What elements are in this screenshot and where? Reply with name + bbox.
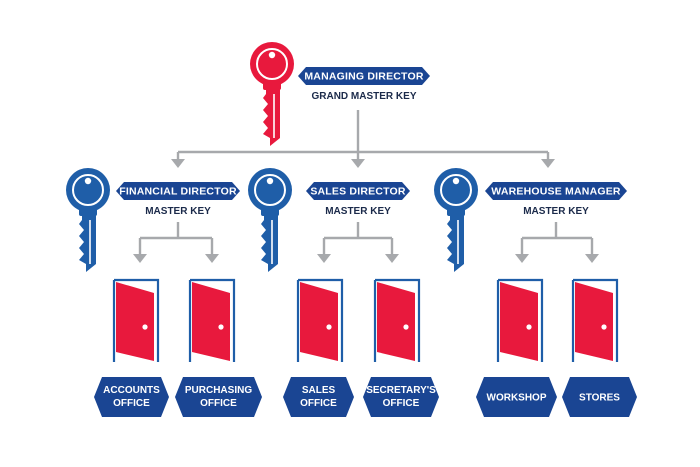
- room-label-line1: ACCOUNTS: [103, 385, 160, 396]
- managing-director-banner: [298, 67, 430, 85]
- managing-director-node: MANAGING DIRECTOR GRAND MASTER KEY: [249, 41, 430, 147]
- top-connector-arrows: [171, 159, 555, 168]
- door-connector-lines: [138, 222, 594, 255]
- door-connector-arrows: [133, 254, 599, 263]
- financial-director-subtitle: MASTER KEY: [145, 206, 211, 217]
- room-label-sales-office: SALES OFFICE: [283, 377, 354, 417]
- financial-director-banner: [116, 182, 240, 200]
- door-icon: [112, 278, 160, 364]
- managing-director-subtitle: GRAND MASTER KEY: [311, 91, 416, 102]
- room-label-line2: OFFICE: [383, 398, 420, 409]
- room-label-accounts-office: ACCOUNTS OFFICE: [94, 377, 169, 417]
- room-label-line1: WORKSHOP: [487, 393, 547, 404]
- warehouse-manager-node: WAREHOUSE MANAGER MASTER KEY: [433, 167, 627, 273]
- sales-director-node: SALES DIRECTOR MASTER KEY: [247, 167, 410, 273]
- sales-director-title: SALES DIRECTOR: [310, 186, 406, 198]
- blue-key-icon: [433, 167, 479, 273]
- blue-key-icon: [65, 167, 111, 273]
- door-icon: [373, 278, 421, 364]
- room-label-purchasing-office: PURCHASING OFFICE: [175, 377, 262, 417]
- room-label-stores: STORES: [562, 377, 637, 417]
- blue-key-icon: [247, 167, 293, 273]
- door-icon: [496, 278, 544, 364]
- room-label-line2: OFFICE: [300, 398, 337, 409]
- financial-director-node: FINANCIAL DIRECTOR MASTER KEY: [65, 167, 240, 273]
- financial-director-title: FINANCIAL DIRECTOR: [119, 186, 237, 198]
- room-label-line1: SECRETARY'S: [366, 385, 436, 396]
- door-icon: [296, 278, 344, 364]
- managing-director-title: MANAGING DIRECTOR: [304, 71, 424, 83]
- warehouse-manager-subtitle: MASTER KEY: [523, 206, 589, 217]
- doors: [112, 278, 619, 364]
- room-label-line1: SALES: [302, 385, 336, 396]
- warehouse-manager-title: WAREHOUSE MANAGER: [491, 186, 621, 198]
- room-label-line2: OFFICE: [200, 398, 237, 409]
- top-connector-lines: [176, 110, 550, 160]
- room-label-secretarys-office: SECRETARY'S OFFICE: [363, 377, 439, 417]
- room-label-line1: STORES: [579, 393, 620, 404]
- door-icon: [188, 278, 236, 364]
- sales-director-banner: [306, 182, 410, 200]
- room-label-line2: OFFICE: [113, 398, 150, 409]
- red-key-icon: [249, 41, 295, 147]
- door-icon: [571, 278, 619, 364]
- warehouse-manager-banner: [485, 182, 627, 200]
- room-label-workshop: WORKSHOP: [476, 377, 557, 417]
- room-label-line1: PURCHASING: [185, 385, 252, 396]
- sales-director-subtitle: MASTER KEY: [325, 206, 391, 217]
